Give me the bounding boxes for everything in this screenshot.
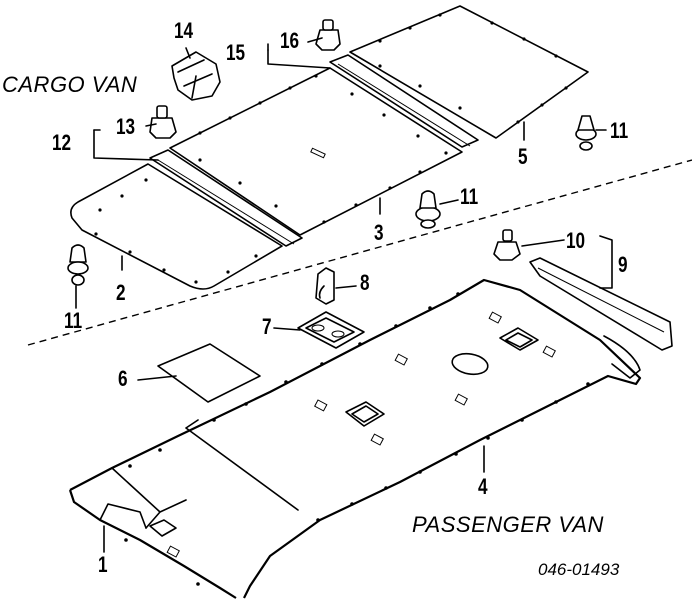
passenger-van-title: PASSENGER VAN [412,512,604,537]
callout-3: 3 [374,220,384,245]
callout-9: 9 [618,252,628,277]
callout-15: 15 [226,40,246,65]
callout-11-middle: 11 [460,184,479,209]
clip-11-upper-right [575,115,597,151]
trim-rail-9 [529,257,673,351]
callout-13: 13 [116,114,136,139]
callout-11-upper: 11 [610,118,629,143]
callout-7: 7 [262,314,272,339]
callout-8: 8 [360,270,370,295]
clip-13 [149,105,177,139]
callout-2: 2 [116,280,126,305]
clip-11-middle [415,190,441,229]
headlining-passenger-4 [68,278,642,599]
clip-11-left [67,244,89,286]
headlining-panel-2 [70,163,283,290]
panel-joint-strip-upper [329,54,479,148]
callout-12: 12 [52,130,72,155]
callout-1: 1 [98,552,108,577]
callout-11-left: 11 [64,308,83,333]
hook-8 [315,267,335,305]
headlining-panel-3 [169,67,463,236]
callout-14: 14 [174,18,194,43]
diagram-code: 046-01493 [538,560,620,579]
bracket-14 [171,51,221,101]
callout-6: 6 [118,366,128,391]
cargo-van-title: CARGO VAN [2,72,138,97]
pad-6 [157,343,261,403]
callout-16: 16 [280,28,300,53]
leader-lines [75,37,613,553]
callout-10: 10 [566,228,586,253]
room-lamp-7 [297,311,365,349]
panel-joint-strip-lower [149,149,303,247]
clip-16 [315,19,341,51]
clip-10 [493,229,521,261]
section-divider [27,159,692,346]
callout-4: 4 [478,474,488,499]
callout-5: 5 [518,144,528,169]
headlining-panel-5 [349,5,589,139]
